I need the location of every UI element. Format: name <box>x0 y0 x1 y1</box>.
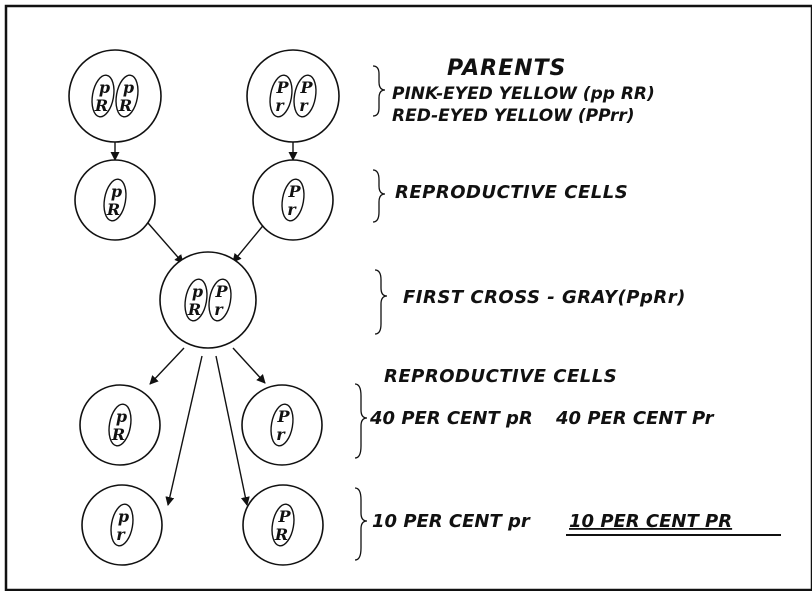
parents-title: PARENTS <box>447 56 566 81</box>
cell-f2-Pr: Pr <box>242 385 322 465</box>
allele-letter: p <box>118 507 129 526</box>
cell-f2-pR: pR <box>80 385 160 465</box>
allele-letter: p <box>99 78 110 97</box>
allele-letter: P <box>214 282 228 301</box>
parent2-label: RED-EYED YELLOW (PPrr) <box>392 106 635 126</box>
brace-40pct <box>355 384 367 458</box>
cell-f2-pr: pr <box>82 485 162 565</box>
allele-letter: P <box>277 507 291 526</box>
allele-letter: R <box>111 425 125 444</box>
brace-parents <box>373 66 385 116</box>
allele-letter: R <box>274 525 288 544</box>
allele-letter: p <box>111 182 122 201</box>
pct-Pr-label: 40 PER CENT Pr <box>555 408 715 429</box>
labels: PARENTS PINK-EYED YELLOW (pp RR) RED-EYE… <box>369 56 781 535</box>
allele-letter: p <box>192 282 203 301</box>
arrow-hybrid-to-pR <box>150 348 184 384</box>
allele-letter: p <box>123 78 134 97</box>
braces <box>355 66 387 560</box>
arrow-gamete-left-to-hybrid <box>148 223 183 263</box>
allele-letter: R <box>187 300 201 319</box>
allele-letter: P <box>299 78 313 97</box>
brace-first-cross <box>375 270 387 334</box>
pct-pr-label: 10 PER CENT pr <box>372 511 531 532</box>
brace-repro1 <box>373 170 385 222</box>
cell-gamete-right: Pr <box>253 160 333 240</box>
arrow-hybrid-to-pr <box>168 356 202 505</box>
brace-10pct <box>355 488 367 560</box>
allele-letter: P <box>287 182 301 201</box>
arrow-gamete-right-to-hybrid <box>233 222 266 262</box>
repro-cells-label-2: REPRODUCTIVE CELLS <box>384 366 617 387</box>
cell-gamete-left: pR <box>75 160 155 240</box>
repro-cells-label-1: REPRODUCTIVE CELLS <box>395 182 628 203</box>
allele-letter: P <box>276 407 290 426</box>
parent1-label: PINK-EYED YELLOW (pp RR) <box>392 84 655 104</box>
pct-pR-label: 40 PER CENT pR <box>369 408 533 429</box>
allele-letter: p <box>116 407 127 426</box>
pct-PR-label: 10 PER CENT PR <box>569 511 732 532</box>
first-cross-label: FIRST CROSS - GRAY(PpRr) <box>403 287 686 308</box>
allele-letter: P <box>275 78 289 97</box>
cell-f2-PR: PR <box>243 485 323 565</box>
allele-letter: R <box>94 96 108 115</box>
allele-letter: R <box>106 200 120 219</box>
arrow-hybrid-to-Pr <box>233 348 265 383</box>
allele-letter: R <box>118 96 132 115</box>
